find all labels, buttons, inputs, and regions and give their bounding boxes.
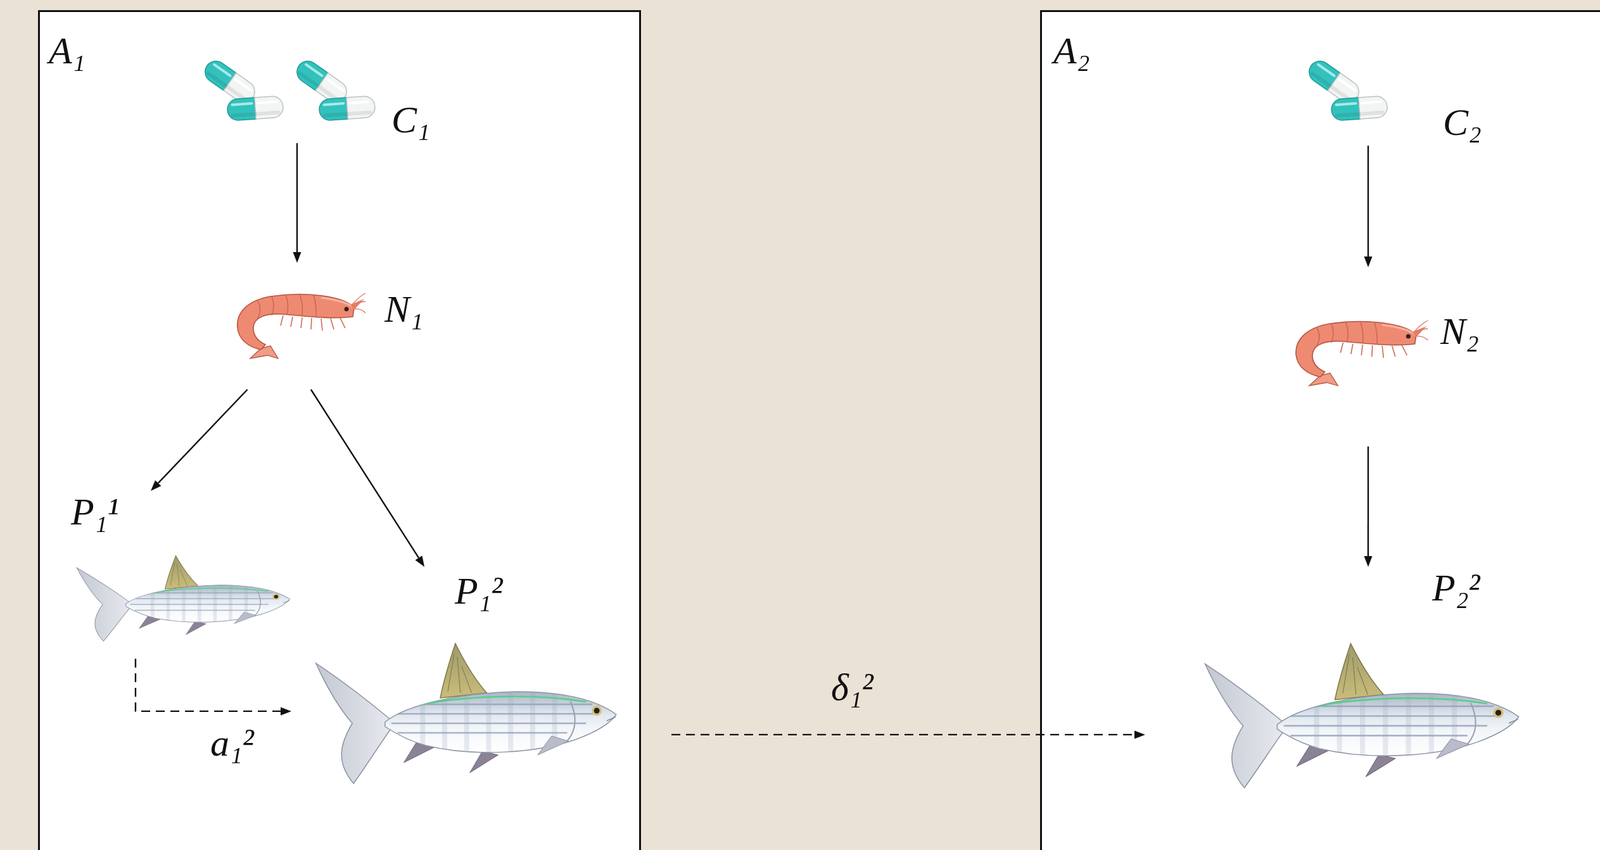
pill-pair bbox=[292, 57, 376, 121]
dashed-connector bbox=[135, 658, 292, 716]
connector-line bbox=[296, 143, 298, 253]
node-label: C₂ bbox=[1442, 101, 1482, 144]
node-label: A₁ bbox=[48, 29, 86, 72]
fish-icon bbox=[76, 555, 291, 642]
drug-node: C₁ bbox=[190, 53, 444, 144]
region-box: A₁ C₁ N₁ P₁¹ P₁² bbox=[38, 10, 642, 850]
node-label: P₁² bbox=[454, 570, 503, 612]
arrow-connector bbox=[293, 143, 302, 263]
edge-label: δ₁² bbox=[828, 666, 877, 709]
edge-label: a₁² bbox=[207, 722, 257, 764]
arrow-connector bbox=[150, 389, 248, 491]
connector-line bbox=[1367, 145, 1369, 257]
drug-node: C₂ bbox=[1292, 53, 1508, 146]
node-label: A₂ bbox=[1053, 29, 1091, 72]
node-label: C₁ bbox=[391, 98, 431, 141]
fish-icon bbox=[316, 643, 617, 784]
arrow-head bbox=[1363, 256, 1372, 268]
region-box: A₂ C₂ N₂ P₂² bbox=[1040, 10, 1600, 850]
pill-pair bbox=[1304, 57, 1388, 121]
node-label: N₁ bbox=[384, 288, 424, 331]
region-fill bbox=[1040, 10, 1600, 850]
arrow-head bbox=[150, 480, 161, 491]
shrimp-icon bbox=[1295, 320, 1428, 386]
node-label: P₁¹ bbox=[70, 490, 120, 533]
pill-illustration bbox=[200, 57, 1388, 121]
node-label: P₂² bbox=[1432, 566, 1481, 609]
arrow-connector bbox=[1363, 446, 1372, 567]
connector-line bbox=[135, 658, 281, 712]
arrow-head bbox=[293, 252, 302, 263]
arrow-head bbox=[414, 555, 425, 567]
adult-fish-node: P₂² bbox=[1174, 566, 1533, 795]
pill-pair bbox=[200, 57, 284, 121]
prey-node: N₂ bbox=[1285, 267, 1508, 447]
fish-illustration bbox=[76, 555, 1519, 788]
juvenile-fish-node: P₁¹ bbox=[57, 490, 292, 659]
connector-line bbox=[671, 734, 1135, 736]
shrimp-icon bbox=[237, 293, 366, 359]
arrow-connector bbox=[1363, 145, 1372, 268]
dashed-connector bbox=[671, 730, 1146, 739]
arrow-head bbox=[280, 706, 292, 716]
fish-icon bbox=[1204, 643, 1519, 788]
connector-line bbox=[158, 389, 248, 484]
prey-node: N₁ bbox=[228, 262, 444, 390]
arrow-head bbox=[1134, 730, 1146, 739]
arrow-head bbox=[1363, 556, 1372, 567]
region-fill bbox=[38, 10, 642, 850]
connector-line bbox=[311, 389, 419, 559]
connector-line bbox=[1367, 446, 1369, 557]
node-label: N₂ bbox=[1440, 310, 1480, 353]
arrow-connector bbox=[311, 389, 425, 567]
adult-fish-node: P₁² bbox=[291, 566, 618, 788]
